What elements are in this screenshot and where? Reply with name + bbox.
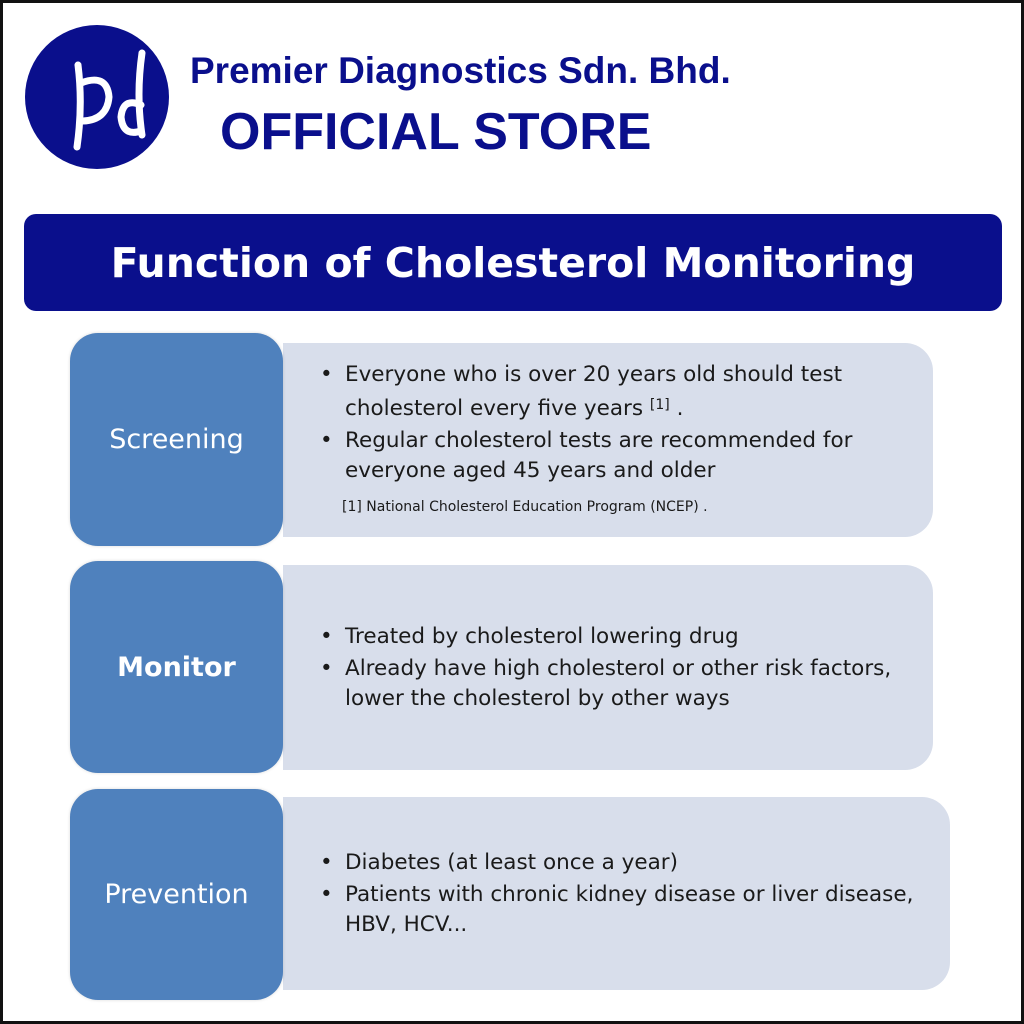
pd-logo-icon [73, 49, 146, 151]
footnote: [1] National Cholesterol Education Progr… [342, 499, 708, 515]
section-banner: Function of Cholesterol Monitoring [24, 214, 1002, 311]
label-text: Monitor [117, 651, 236, 683]
label-text: Screening [109, 424, 244, 455]
list-item: Diabetes (at least once a year) [320, 848, 950, 878]
list-item: Patients with chronic kidney disease or … [320, 880, 950, 940]
label-text: Prevention [104, 879, 249, 910]
label-prevention: Prevention [70, 789, 283, 1000]
label-screening: Screening [70, 333, 283, 546]
list-item: Treated by cholesterol lowering drug [320, 622, 933, 652]
company-logo [25, 25, 169, 169]
list-item: Regular cholesterol tests are recommende… [320, 426, 933, 486]
label-monitor: Monitor [70, 561, 283, 773]
panel-prevention: Diabetes (at least once a year) Patients… [283, 797, 950, 990]
banner-title: Function of Cholesterol Monitoring [110, 238, 916, 287]
store-title: OFFICIAL STORE [220, 103, 652, 161]
panel-monitor: Treated by cholesterol lowering drug Alr… [283, 565, 933, 770]
list-item: Everyone who is over 20 years old should… [320, 360, 933, 424]
panel-screening: Everyone who is over 20 years old should… [283, 343, 933, 537]
company-name: Premier Diagnostics Sdn. Bhd. [190, 50, 731, 91]
list-item: Already have high cholesterol or other r… [320, 654, 933, 714]
